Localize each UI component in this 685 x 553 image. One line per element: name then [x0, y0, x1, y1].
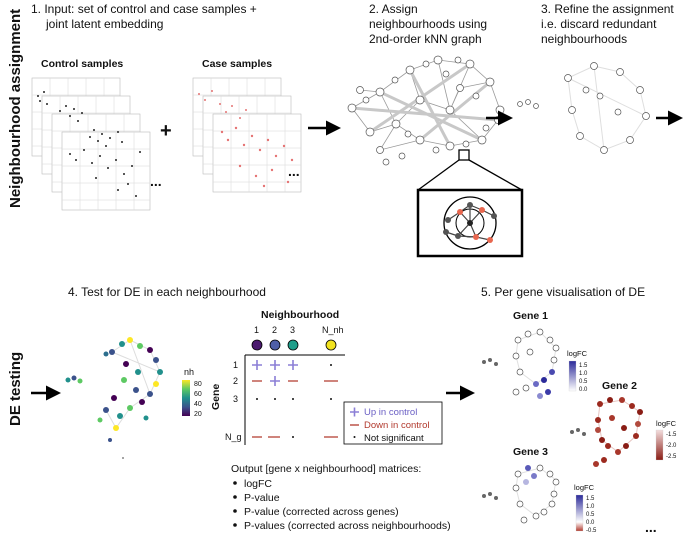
case-sample-panels: [192, 77, 302, 193]
control-samples-label: Control samples: [41, 58, 123, 70]
step5-title: 5. Per gene visualisation of DE: [481, 285, 645, 299]
matrix-row-label-1: 1: [233, 360, 238, 370]
nh-tick-60: 60: [194, 391, 202, 398]
section-label-assignment: Neighbourhood assignment: [7, 9, 24, 208]
matrix-col-label-nnh: N_nh: [322, 325, 344, 335]
output-item-logfc: logFC: [244, 478, 272, 490]
case-panel-3: [212, 113, 302, 193]
matrix-row-label-3: 3: [233, 394, 238, 404]
gene1-tick-1: 1.5: [579, 363, 588, 369]
gene2-tick-3: -2.5: [666, 454, 677, 460]
neighbourhood-zoom-inset: [416, 188, 524, 258]
cell-ns: [274, 398, 276, 400]
gene2-tick-1: -1.5: [666, 432, 677, 438]
step1-title-line1: 1. Input: set of control and case sample…: [31, 2, 257, 16]
gene3-panel: Gene 3 logFC 1.5 1.0 0.5 0.0 -0.5: [482, 446, 597, 534]
zoom-region-marker: [458, 149, 470, 161]
refined-neighbourhoods-graph: [517, 62, 650, 154]
gene1-logfc-label: logFC: [567, 349, 588, 358]
matrix-title: Neighbourhood: [261, 309, 339, 321]
plus-sign: +: [160, 120, 172, 142]
output-item-pvalue-nh: P-values (corrected across neighbourhood…: [244, 520, 451, 532]
matrix-cells: [252, 360, 338, 438]
section-label-de-testing: DE testing: [7, 352, 24, 426]
matrix-row-axis-label: Gene: [210, 384, 222, 410]
gene3-tick-4: 0.0: [586, 520, 595, 526]
output-item-pvalue: P-value: [244, 492, 280, 504]
gene3-tick-5: -0.5: [586, 528, 597, 534]
cell-ns: [330, 364, 332, 366]
cell-ns: [292, 436, 294, 438]
gene3-label: Gene 3: [513, 446, 548, 458]
gene3-tick-3: 0.5: [586, 512, 595, 518]
knn-graph: [347, 55, 523, 191]
step5-ellipsis: ...: [645, 519, 657, 535]
matrix-col-label-2: 2: [272, 325, 277, 335]
cell-ns: [330, 398, 332, 400]
nh-tick-40: 40: [194, 401, 202, 408]
step2-title-line2: neighbourhoods using: [369, 17, 487, 31]
nh-colorbar-title: nh: [184, 367, 194, 377]
legend-ns-label: Not significant: [364, 433, 424, 444]
de-matrix: Neighbourhood 1 2 3 N_nh Gene 1 2 3 N_g: [210, 309, 443, 445]
step2-title-line3: 2nd-order kNN graph: [369, 32, 482, 46]
neighbourhood-colored-graph: [65, 337, 163, 459]
gene2-logfc-label: logFC: [656, 419, 677, 428]
legend-up-label: Up in control: [364, 407, 417, 418]
control-scatter-points: [37, 91, 141, 197]
gene1-panel: Gene 1 logFC 1.5 1.0 0.5 0.0: [482, 310, 588, 399]
matrix-col-label-1: 1: [254, 325, 259, 335]
gene1-tick-2: 1.0: [579, 371, 588, 377]
knn-graph-nodes: [347, 55, 505, 166]
outputs-title: Output [gene x neighbourhood] matrices:: [231, 463, 421, 475]
gene1-tick-4: 0.0: [579, 387, 588, 393]
step1-title-line2: joint latent embedding: [45, 17, 163, 31]
case-scatter-points: [198, 90, 294, 188]
gene2-tick-2: -2.0: [666, 443, 677, 449]
cell-up: [252, 360, 298, 370]
gene2-panel: Gene 2 logFC -1.5 -2.0 -2.5: [570, 380, 677, 467]
cell-up: [270, 376, 280, 386]
nh-colorbar: nh 80 60 40 20: [182, 367, 202, 418]
step4-title: 4. Test for DE in each neighbourhood: [68, 285, 266, 299]
cell-ns: [292, 398, 294, 400]
control-sample-panels: [31, 77, 151, 211]
case-ellipsis: ...: [288, 163, 300, 179]
nh-tick-20: 20: [194, 411, 202, 418]
neighbourhood-color-3: [287, 339, 299, 351]
gene3-tick-1: 1.5: [586, 496, 595, 502]
neighbourhood-color-2: [269, 339, 281, 351]
gene3-tick-2: 1.0: [586, 504, 595, 510]
output-matrices: Output [gene x neighbourhood] matrices: …: [231, 463, 451, 532]
gene3-logfc-label: logFC: [574, 483, 595, 492]
neighbourhood-color-nnh: [325, 339, 337, 351]
step2-title-line1: 2. Assign: [369, 2, 418, 16]
matrix-legend: Up in control Down in control Not signif…: [343, 401, 443, 445]
step3-title-line3: neighbourhoods: [541, 32, 627, 46]
legend-down-label: Down in control: [364, 420, 429, 431]
step3-title-line1: 3. Refine the assignment: [541, 2, 674, 16]
output-item-pvalue-genes: P-value (corrected across genes): [244, 506, 399, 518]
gene1-label: Gene 1: [513, 310, 548, 322]
matrix-row-label-ng: N_g: [225, 432, 242, 442]
step3-title-line2: i.e. discard redundant: [541, 17, 657, 31]
gene1-tick-3: 0.5: [579, 379, 588, 385]
case-samples-label: Case samples: [202, 58, 272, 70]
matrix-col-label-3: 3: [290, 325, 295, 335]
matrix-row-label-2: 2: [233, 376, 238, 386]
nh-tick-80: 80: [194, 381, 202, 388]
neighbourhood-color-1: [251, 339, 263, 351]
control-panel-4: [61, 131, 151, 211]
cell-ns: [256, 398, 258, 400]
control-ellipsis: ...: [150, 173, 162, 189]
gene2-label: Gene 2: [602, 380, 637, 392]
